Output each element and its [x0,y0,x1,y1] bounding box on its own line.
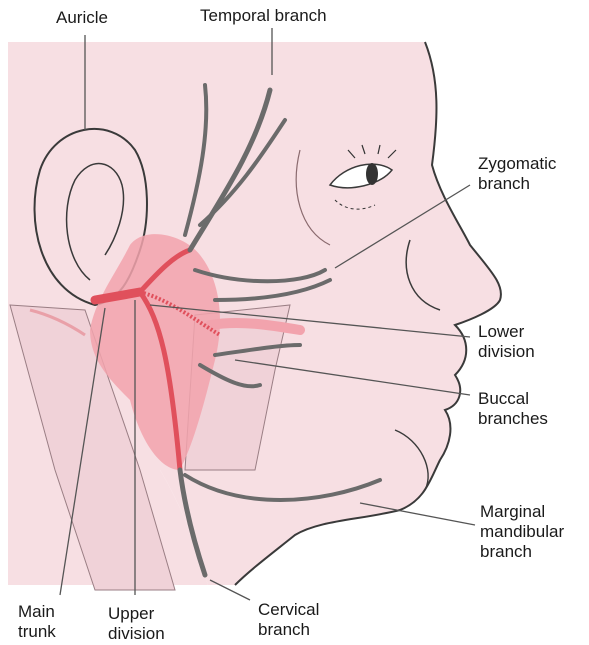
label-cervical-branch: Cervical branch [258,600,319,640]
label-marginal-mandibular-branch: Marginal mandibular branch [480,502,564,562]
label-main-trunk: Main trunk [18,602,56,642]
label-temporal-branch: Temporal branch [200,6,327,26]
label-upper-division: Upper division [108,604,165,644]
label-buccal-branches: Buccal branches [478,389,548,429]
label-auricle: Auricle [56,8,108,28]
label-zygomatic-branch: Zygomatic branch [478,154,556,194]
label-lower-division: Lower division [478,322,535,362]
